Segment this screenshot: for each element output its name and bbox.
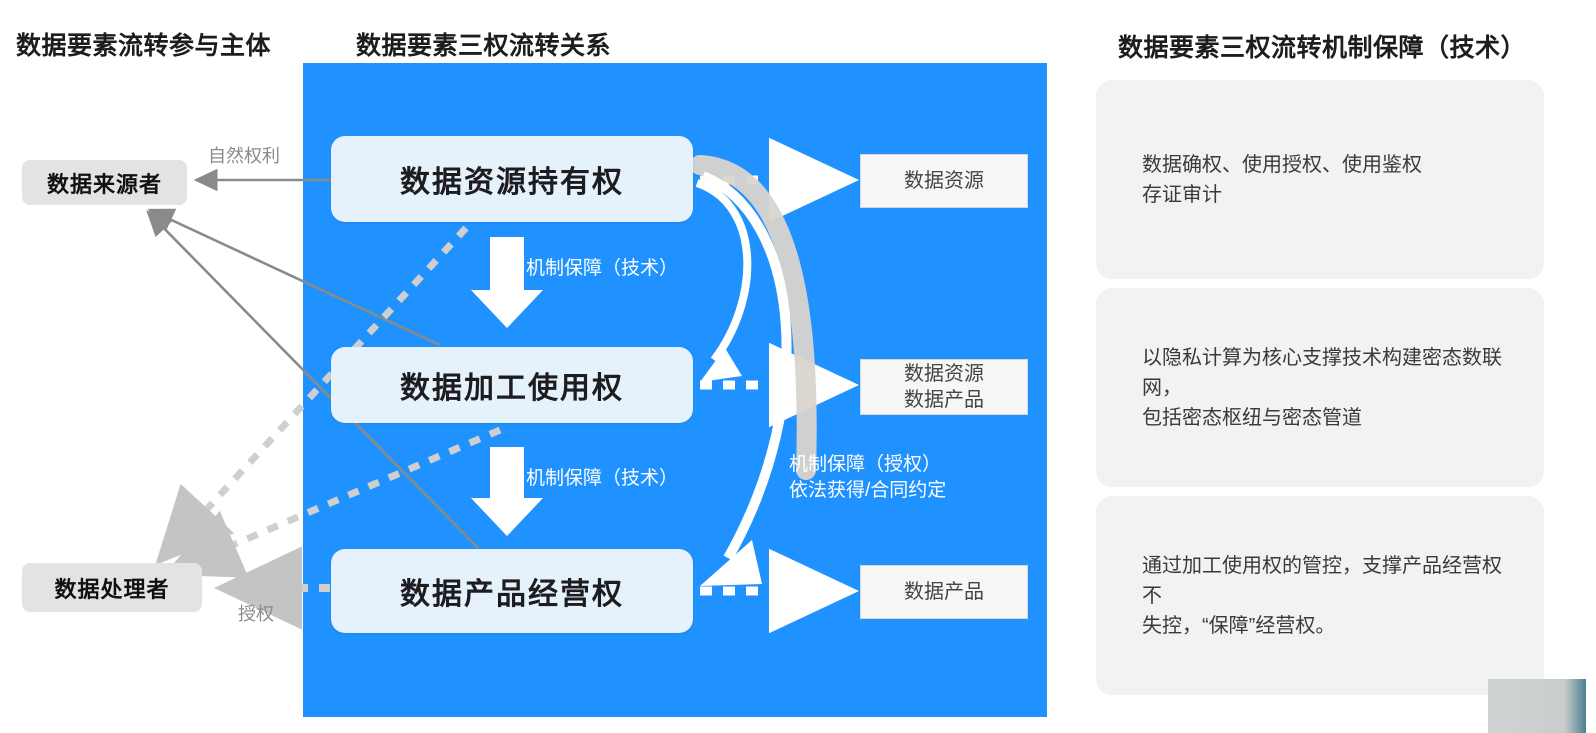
mechanism-card-1-line-1: 数据确权、使用授权、使用鉴权 [1142, 153, 1422, 176]
caption-auth-line-1: 机制保障（授权） [789, 454, 942, 475]
mechanism-card-3-line-2: 失控，“保障”经营权。 [1142, 614, 1336, 637]
mechanism-card-1[interactable]: 数据确权、使用授权、使用鉴权 存证审计 [1096, 80, 1544, 279]
mechanism-card-2[interactable]: 以隐私计算为核心支撑技术构建密态数联网， 包括密态枢纽与密态管道 [1096, 288, 1544, 487]
mechanism-card-1-text: 数据确权、使用授权、使用鉴权 存证审计 [1142, 150, 1422, 210]
caption-authorize: 授权 [238, 604, 274, 624]
output-box-resource-and-product[interactable]: 数据资源 数据产品 [860, 359, 1028, 415]
output-box-data-product[interactable]: 数据产品 [860, 565, 1028, 619]
corner-artifact [1488, 679, 1586, 733]
section-title-relations: 数据要素三权流转关系 [356, 32, 612, 60]
mechanism-card-2-line-2: 包括密态枢纽与密态管道 [1142, 406, 1362, 429]
subject-data-source-label: 数据来源者 [46, 171, 162, 197]
subject-data-processor-label: 数据处理者 [54, 576, 170, 602]
right-box-operating-label: 数据产品经营权 [400, 578, 624, 611]
caption-mechanism-tech-1: 机制保障（技术） [526, 258, 679, 279]
subject-data-processor[interactable]: 数据处理者 [22, 563, 202, 612]
mechanism-card-2-line-1: 以隐私计算为核心支撑技术构建密态数联网， [1142, 346, 1502, 399]
output-line: 数据产品 [904, 389, 984, 411]
mechanism-card-3-line-1: 通过加工使用权的管控，支撑产品经营权不 [1142, 554, 1502, 607]
right-box-holding-label: 数据资源持有权 [400, 166, 624, 199]
right-box-processing-label: 数据加工使用权 [400, 372, 624, 405]
output-line: 数据资源 [904, 169, 984, 192]
output-line: 数据资源 [904, 362, 984, 385]
right-box-operating[interactable]: 数据产品经营权 [331, 549, 693, 633]
caption-mechanism-authorization: 机制保障（授权） 依法获得/合同约定 [789, 452, 946, 503]
caption-auth-line-2: 依法获得/合同约定 [789, 479, 947, 501]
mechanism-card-3[interactable]: 通过加工使用权的管控，支撑产品经营权不 失控，“保障”经营权。 [1096, 496, 1544, 695]
caption-mechanism-tech-2: 机制保障（技术） [526, 468, 679, 489]
output-line: 数据产品 [904, 580, 984, 603]
mechanism-card-1-line-2: 存证审计 [1142, 183, 1222, 206]
section-title-mechanism: 数据要素三权流转机制保障（技术） [1118, 34, 1527, 62]
mechanism-card-3-text: 通过加工使用权的管控，支撑产品经营权不 失控，“保障”经营权。 [1142, 551, 1514, 641]
section-title-participants: 数据要素流转参与主体 [16, 32, 272, 60]
mechanism-card-2-text: 以隐私计算为核心支撑技术构建密态数联网， 包括密态枢纽与密态管道 [1142, 343, 1514, 433]
right-box-holding[interactable]: 数据资源持有权 [331, 136, 693, 222]
caption-natural-right: 自然权利 [208, 146, 280, 166]
right-box-processing[interactable]: 数据加工使用权 [331, 347, 693, 423]
subject-data-source[interactable]: 数据来源者 [22, 160, 187, 205]
output-box-data-resource[interactable]: 数据资源 [860, 154, 1028, 208]
